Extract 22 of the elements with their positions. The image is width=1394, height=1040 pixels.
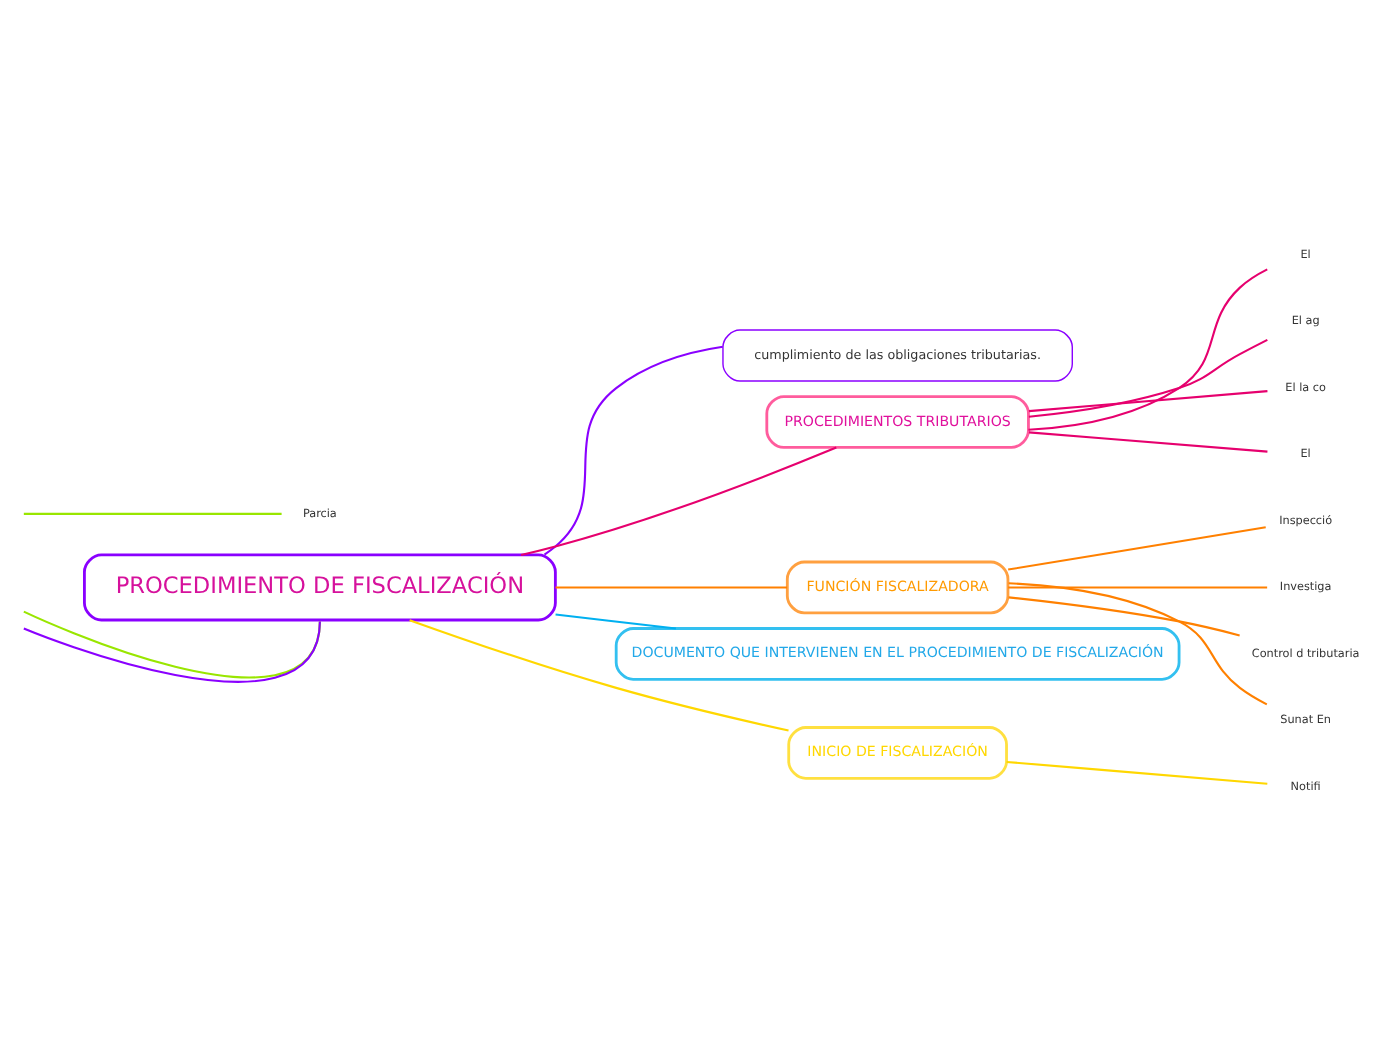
connector: [1008, 585, 1268, 588]
connector: [23, 511, 282, 514]
node-box: DOCUMENTO QUE INTERVIENEN EN EL PROCEDIMIENTO DE FISCALIZACIÓN: [614, 626, 1181, 680]
connector: [23, 620, 321, 682]
connector: [543, 344, 723, 555]
connector: [1006, 759, 1268, 784]
connector: [1028, 267, 1268, 430]
connector: [23, 609, 321, 678]
connector: [1028, 389, 1268, 412]
connector: [520, 445, 837, 555]
connector: [1028, 430, 1268, 452]
node-box: INICIO DE FISCALIZACIÓN: [787, 725, 1008, 779]
connector: [555, 585, 788, 588]
node-box: PROCEDIMIENTOS TRIBUTARIOS: [765, 394, 1030, 448]
connector: [1008, 581, 1268, 705]
connector: [555, 612, 677, 629]
connector: [1008, 525, 1266, 570]
connector: [409, 618, 789, 731]
connector: [1008, 595, 1240, 636]
connector: [1028, 337, 1268, 417]
node-box: PROCEDIMIENTO DE FISCALIZACIÓN: [83, 552, 557, 621]
node-box: FUNCIÓN FISCALIZADORA: [785, 559, 1010, 614]
